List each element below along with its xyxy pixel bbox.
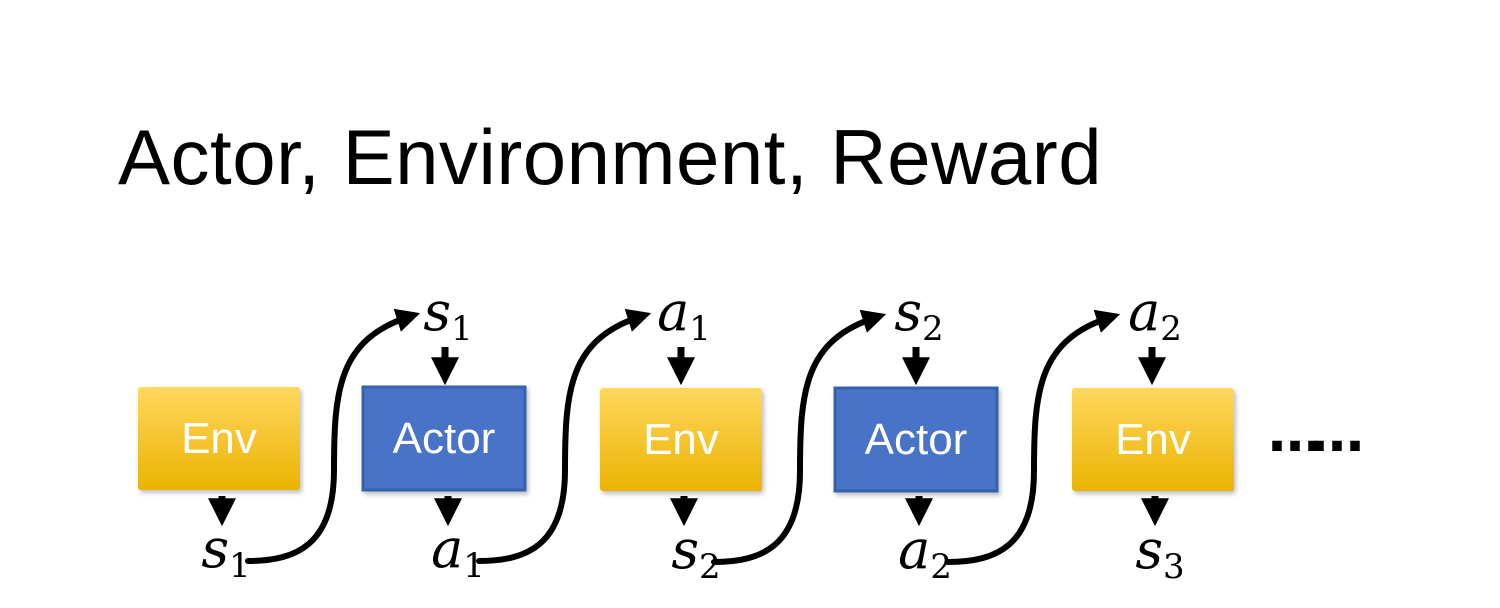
env-box-1-label: Env <box>181 414 257 463</box>
actor-box-1-rect <box>361 385 527 492</box>
env-box-2-rect <box>600 388 762 491</box>
env-box-2: Env <box>600 388 762 491</box>
bottom-label-a2: a2 <box>898 518 952 587</box>
env-box-1-rect <box>138 387 300 490</box>
top-label-a2: a2 <box>1128 280 1182 349</box>
top-label-a1: a1 <box>657 280 711 349</box>
bottom-label-s3: s3 <box>1135 518 1184 587</box>
actor-box-2: Actor <box>833 386 999 493</box>
top-label-s1: s1 <box>423 280 472 349</box>
top-label-s2: s2 <box>894 280 943 349</box>
transfer-curve-a2 <box>945 309 1121 565</box>
actor-box-1-label: Actor <box>393 414 496 463</box>
actor-box-1: Actor <box>361 385 527 492</box>
bottom-label-s1: s1 <box>201 517 250 586</box>
transfer-curve-s1 <box>245 308 421 564</box>
ellipsis-dots: …… <box>1268 401 1360 464</box>
env-box-2-label: Env <box>643 415 719 464</box>
actor-box-2-label: Actor <box>865 415 968 464</box>
env-box-3-label: Env <box>1115 415 1191 464</box>
transfer-curve-s2 <box>711 309 887 565</box>
env-box-3-rect <box>1072 388 1234 491</box>
bottom-label-a1: a1 <box>431 517 485 586</box>
bottom-label-s2: s2 <box>671 518 720 587</box>
env-box-1: Env <box>138 387 300 490</box>
transfer-curve-a1 <box>476 308 652 564</box>
page-title: Actor, Environment, Reward <box>118 113 1103 201</box>
actor-box-2-rect <box>833 386 999 493</box>
env-box-3: Env <box>1072 388 1234 491</box>
